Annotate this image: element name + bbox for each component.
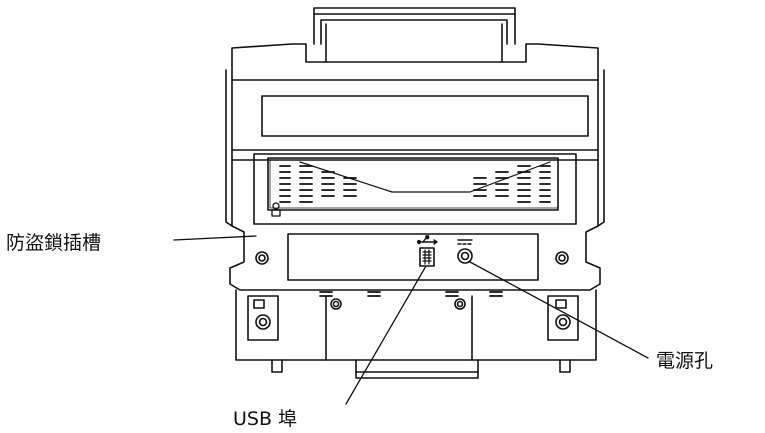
vent-slots — [279, 165, 551, 203]
vent-panel — [253, 153, 577, 225]
paper-tray — [313, 7, 516, 63]
leader-line-usb — [345, 265, 427, 405]
security-lock-slot-label: 防盜鎖插槽 — [6, 232, 102, 254]
power-jack — [457, 248, 473, 264]
security-lock-slot — [255, 251, 269, 265]
lock-symbol-icon — [271, 202, 281, 217]
leader-lines — [173, 235, 649, 405]
scanner-lower-section — [235, 289, 597, 379]
usb-port-label: USB 埠 — [233, 408, 298, 430]
dc-power-symbol-icon — [457, 239, 473, 245]
leader-line-lock — [173, 235, 257, 241]
security-lock-slot-right — [555, 251, 569, 265]
usb-symbol-icon — [416, 235, 438, 245]
power-jack-label: 電源孔 — [656, 350, 714, 372]
scanner-body — [225, 43, 605, 291]
port-panel — [287, 233, 539, 281]
usb-port — [419, 247, 435, 267]
leader-line-power — [469, 261, 649, 359]
